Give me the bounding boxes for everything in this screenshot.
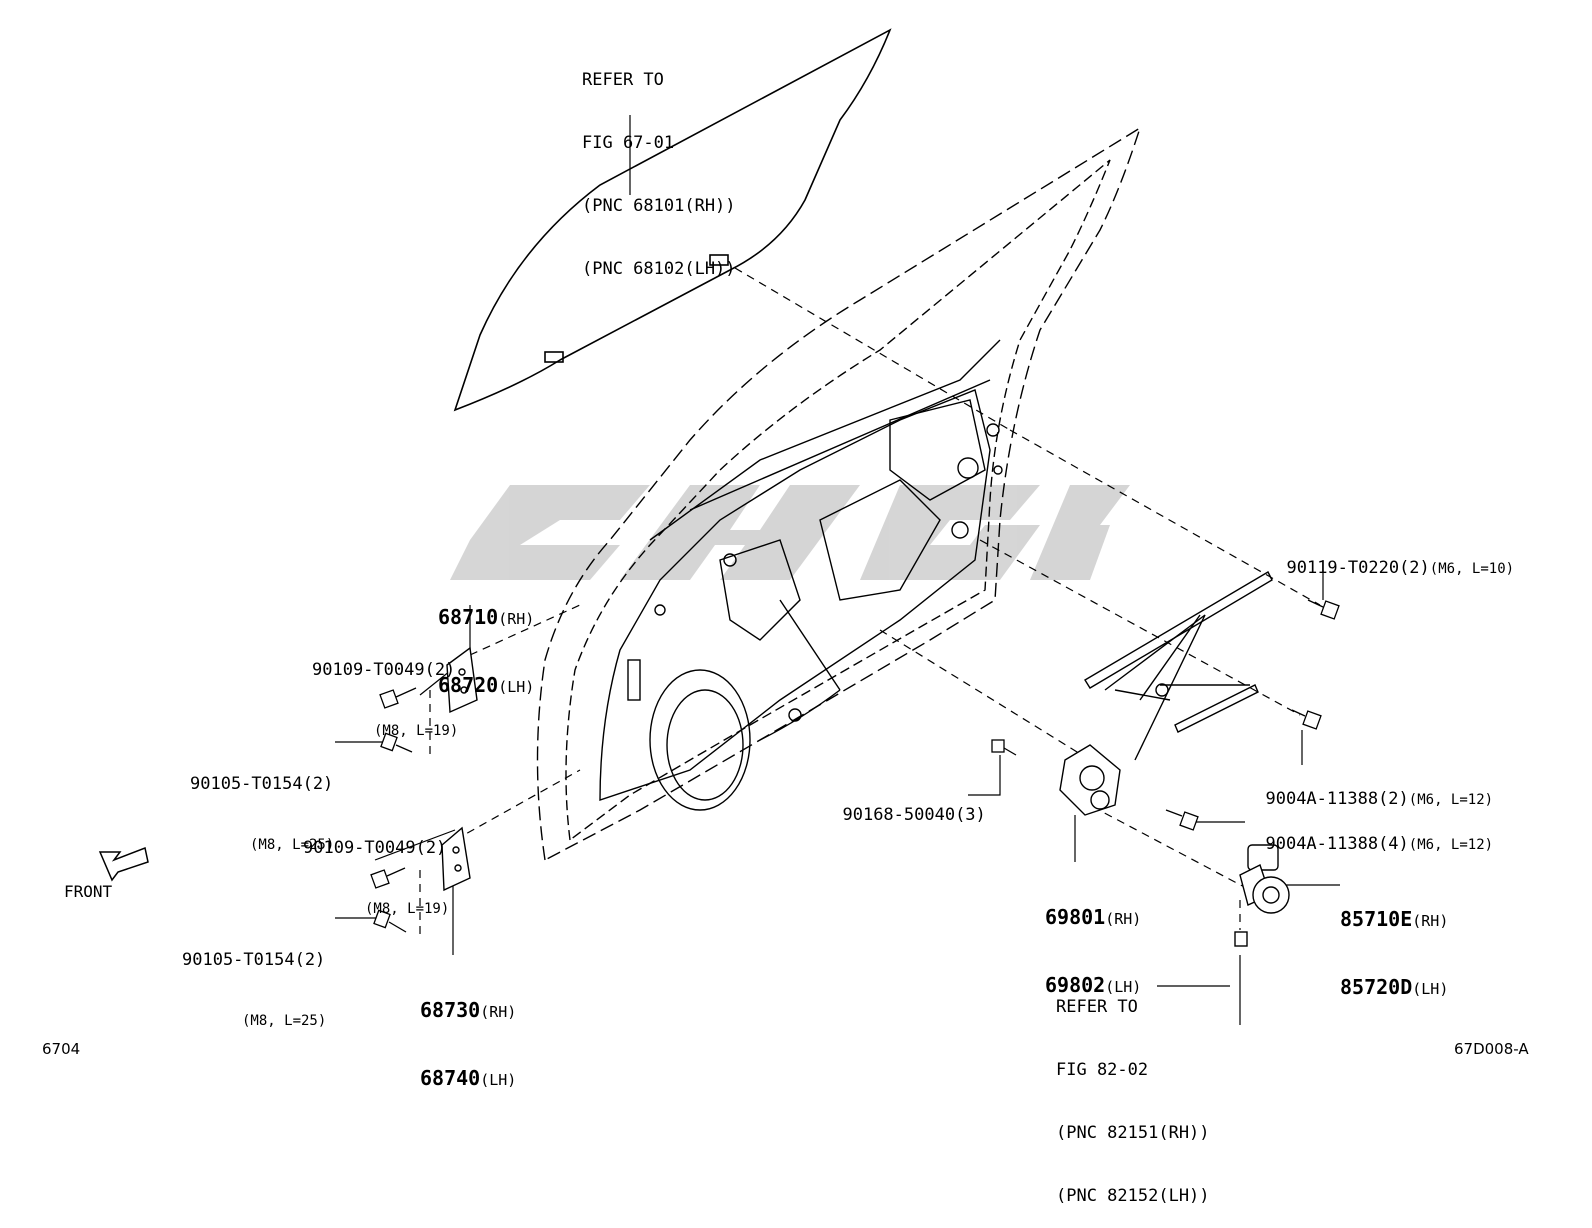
- callout-leaders: [335, 115, 1340, 1025]
- lower-hinge-bolt2-part-number[interactable]: 90105-T0154(2) (M8, L=25): [182, 950, 327, 1029]
- lower-hinge: [441, 826, 471, 892]
- leader-lines: [419, 267, 1321, 935]
- front-arrow-icon: [98, 846, 149, 882]
- window-glass: [453, 28, 892, 412]
- regulator-motor: [1234, 844, 1290, 947]
- watermark-logo: [450, 485, 1130, 580]
- page-code-left: 6704: [42, 1040, 81, 1058]
- lower-hinge-part-number[interactable]: 68730(RH) 68740(LH): [420, 998, 517, 1090]
- lower-hinge-bolt-part-number[interactable]: 90109-T0049(2) (M8, L=19): [303, 838, 450, 917]
- glass-reference-label: REFER TO FIG 67-01 (PNC 68101(RH)) (PNC …: [582, 70, 736, 279]
- parts-diagram: [98, 28, 1340, 1025]
- upper-hinge-part-number[interactable]: 68710(RH) 68720(LH): [438, 605, 535, 697]
- page-code-right: 67D008-A: [1454, 1040, 1529, 1058]
- regulator-bolt-low-part-number[interactable]: 9004A-11388(4)(M6, L=12): [1265, 834, 1494, 854]
- front-label: FRONT: [64, 882, 113, 901]
- door-panel: [536, 126, 1142, 862]
- upper-hinge-bolt2-part-number[interactable]: 90105-T0154(2) (M8, L=25): [190, 774, 335, 853]
- regulator-bolt-mid-part-number[interactable]: 9004A-11388(2)(M6, L=12): [1265, 789, 1494, 809]
- upper-hinge-bolt-part-number[interactable]: 90109-T0049(2) (M8, L=19): [312, 660, 459, 739]
- harness-reference-label: REFER TO FIG 82-02 (PNC 82151(RH)) (PNC …: [1056, 997, 1210, 1206]
- hinge-bolts: [370, 687, 417, 933]
- motor-part-number[interactable]: 85710E(RH) 85720D(LH): [1340, 907, 1449, 999]
- regulator-part-number[interactable]: 69801(RH) 69802(LH): [1045, 905, 1142, 997]
- upper-hinge: [446, 646, 478, 714]
- window-regulator: [1059, 571, 1273, 816]
- regulator-bolt-top-part-number[interactable]: 90119-T0220(2)(M6, L=10): [1286, 558, 1515, 578]
- clip-part-number[interactable]: 90168-50040(3): [842, 805, 986, 825]
- regulator-bolts: [991, 599, 1340, 831]
